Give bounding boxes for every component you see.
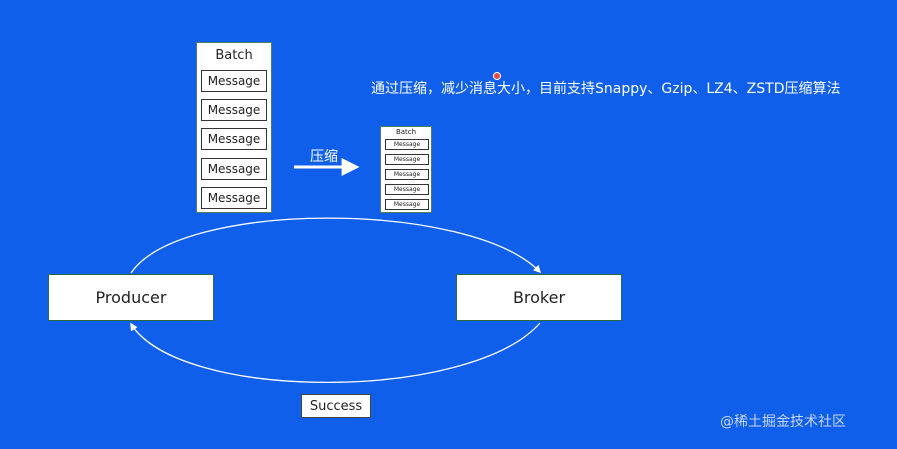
message-box: Message — [201, 70, 267, 92]
message-box-small: Message — [385, 154, 429, 165]
message-box-small: Message — [385, 139, 429, 150]
watermark: @稀土掘金技术社区 — [720, 414, 846, 430]
pointer-dot-icon — [493, 72, 501, 80]
message-box: Message — [201, 187, 267, 209]
batch-title-small: Batch — [395, 128, 417, 136]
ack-arc — [130, 322, 541, 383]
message-box-small: Message — [385, 169, 429, 180]
producer-node: Producer — [48, 274, 214, 321]
batch-title: Batch — [215, 48, 253, 63]
broker-node: Broker — [456, 274, 622, 321]
success-label: Success — [301, 394, 371, 418]
message-box-small: Message — [385, 184, 429, 195]
send-arc — [130, 217, 542, 274]
compression-caption: 通过压缩，减少消息大小，目前支持Snappy、Gzip、LZ4、ZSTD压缩算法 — [371, 81, 841, 97]
message-box-small: Message — [385, 199, 429, 210]
message-box: Message — [201, 158, 267, 180]
compress-label: 压缩 — [310, 149, 338, 165]
message-box: Message — [201, 128, 267, 150]
batch-compressed: Batch Message Message Message Message Me… — [380, 126, 432, 213]
batch-uncompressed: Batch Message Message Message Message Me… — [196, 42, 272, 213]
message-box: Message — [201, 99, 267, 121]
